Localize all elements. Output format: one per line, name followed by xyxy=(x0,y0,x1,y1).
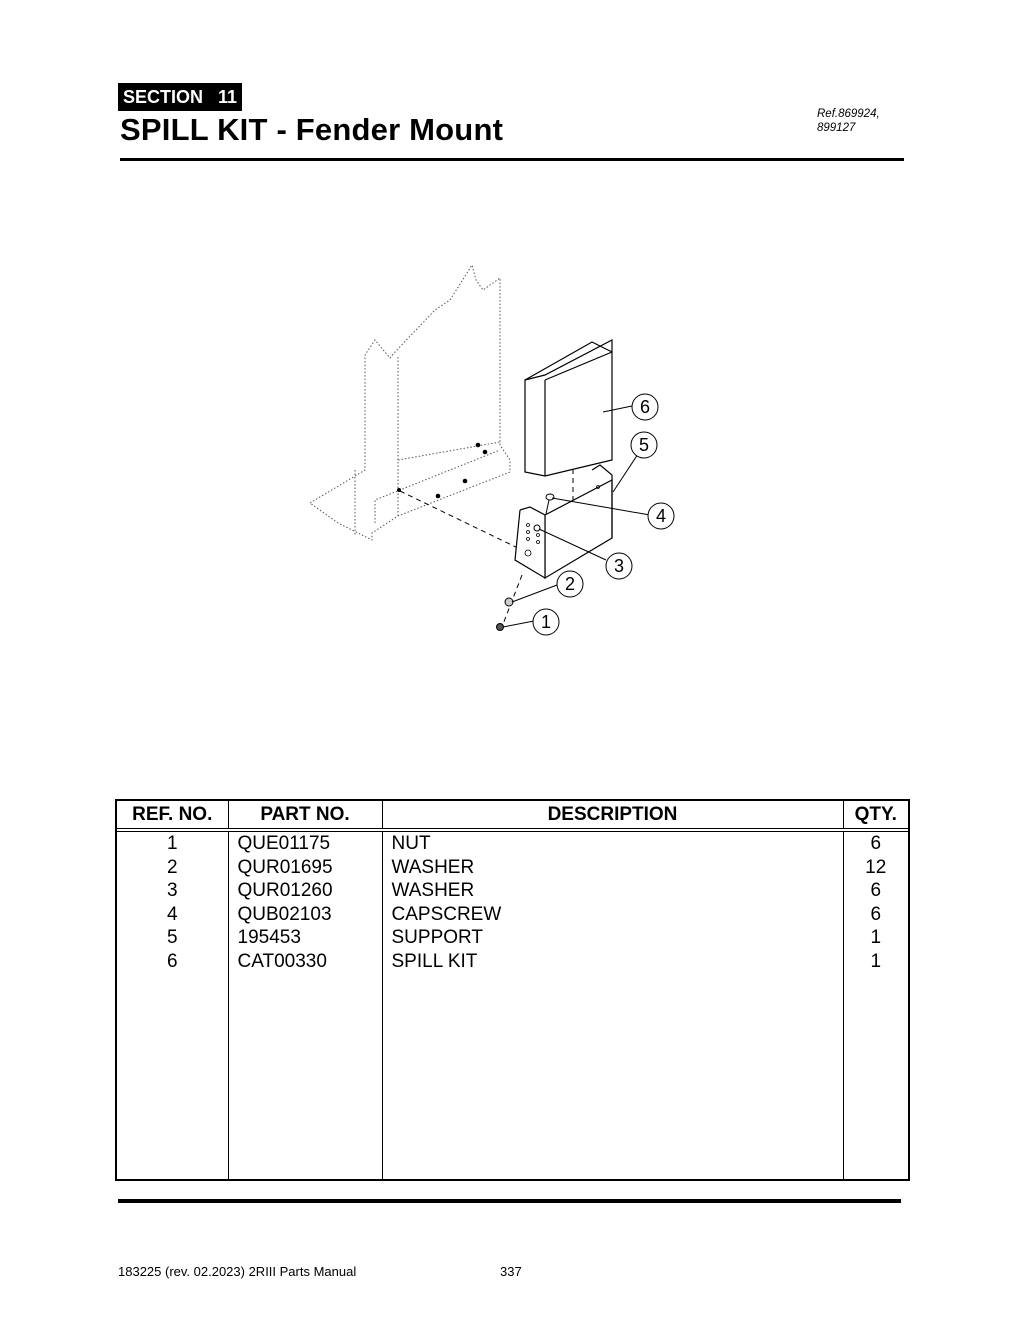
ref-no-cell: 4 xyxy=(166,903,178,925)
svg-text:1: 1 xyxy=(541,612,551,632)
column-header-qty: QTY. xyxy=(843,801,908,832)
callout-6: 6 xyxy=(631,393,659,421)
header-divider xyxy=(120,158,904,161)
ref-no-column: 1 2 3 4 5 6 xyxy=(117,830,229,1179)
ref-no-cell: 3 xyxy=(166,880,178,901)
reference-line-2: 899127 xyxy=(817,122,856,134)
callout-4: 4 xyxy=(647,502,675,530)
footer-divider xyxy=(118,1199,901,1203)
reference-note: Ref.869924, 899127 xyxy=(817,107,880,135)
description-column: NUT WASHER WASHER CAPSCREW SUPPORT SPILL… xyxy=(382,830,844,1179)
description-cell: WASHER xyxy=(391,880,475,901)
table-header-row: REF. NO. PART NO. DESCRIPTION QTY. xyxy=(117,801,908,832)
qty-cell: 6 xyxy=(870,833,882,854)
page-number: 337 xyxy=(500,1264,522,1279)
ref-no-cell: 5 xyxy=(166,927,178,948)
ref-no-cell: 6 xyxy=(166,950,178,972)
qty-cell: 1 xyxy=(870,927,882,948)
table-body: 1 2 3 4 5 6 QUE01175 QUR01695 QUR01260 Q… xyxy=(117,830,908,1179)
qty-cell: 6 xyxy=(870,903,882,925)
qty-column: 6 12 6 6 1 1 xyxy=(843,830,908,1179)
svg-text:5: 5 xyxy=(639,435,649,455)
exploded-parts-diagram: 6 5 4 3 2 1 xyxy=(309,263,675,636)
part-no-cell: QUB02103 xyxy=(237,903,332,925)
ref-no-cell: 1 xyxy=(166,833,178,854)
part-no-cell: 195453 xyxy=(237,927,301,948)
svg-text:4: 4 xyxy=(656,506,666,526)
reference-line-1: Ref.869924, xyxy=(817,108,880,120)
callout-3: 3 xyxy=(605,552,633,580)
description-cell: WASHER xyxy=(391,856,475,878)
ref-no-cell: 2 xyxy=(166,856,178,878)
footer-document-info: 183225 (rev. 02.2023) 2RIII Parts Manual xyxy=(118,1264,357,1279)
svg-text:3: 3 xyxy=(614,556,624,576)
column-header-description: DESCRIPTION xyxy=(382,801,844,832)
callout-1: 1 xyxy=(532,608,560,636)
qty-cell: 12 xyxy=(865,856,887,878)
description-cell: SUPPORT xyxy=(391,927,484,948)
part-no-column: QUE01175 QUR01695 QUR01260 QUB02103 1954… xyxy=(228,830,383,1179)
column-header-ref-no: REF. NO. xyxy=(117,801,229,832)
callout-2: 2 xyxy=(556,570,584,598)
callout-5: 5 xyxy=(630,431,658,459)
description-cell: SPILL KIT xyxy=(391,950,478,972)
column-header-part-no: PART NO. xyxy=(228,801,383,832)
part-no-cell: QUE01175 xyxy=(237,833,331,854)
part-no-cell: QUR01695 xyxy=(237,856,333,878)
qty-cell: 1 xyxy=(870,950,882,972)
svg-text:2: 2 xyxy=(565,574,575,594)
page-title: SPILL KIT - Fender Mount xyxy=(120,112,504,147)
description-cell: CAPSCREW xyxy=(391,903,502,925)
svg-text:6: 6 xyxy=(640,397,650,417)
part-no-cell: QUR01260 xyxy=(237,880,333,901)
section-badge: SECTION 11 xyxy=(118,83,243,111)
parts-table: REF. NO. PART NO. DESCRIPTION QTY. 1 2 3… xyxy=(115,799,910,1181)
description-cell: NUT xyxy=(391,833,431,854)
qty-cell: 6 xyxy=(870,880,882,901)
part-no-cell: CAT00330 xyxy=(237,950,327,972)
